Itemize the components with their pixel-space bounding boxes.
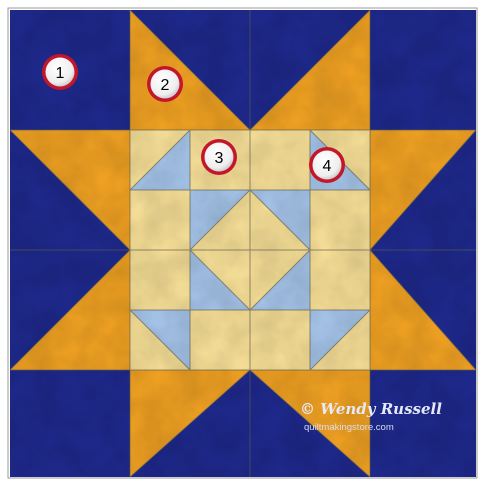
badge-4: 4 bbox=[309, 147, 345, 183]
watermark-author: © Wendy Russell bbox=[300, 400, 442, 418]
badge-4-label: 4 bbox=[323, 158, 332, 175]
badge-2-label: 2 bbox=[161, 77, 170, 94]
badge-1-label: 1 bbox=[56, 65, 65, 82]
badge-3-label: 3 bbox=[215, 150, 224, 167]
badge-2: 2 bbox=[147, 66, 183, 102]
watermark-site: quiltmakingstore.com bbox=[304, 422, 394, 433]
badge-1: 1 bbox=[42, 54, 78, 90]
badge-3: 3 bbox=[201, 139, 237, 175]
